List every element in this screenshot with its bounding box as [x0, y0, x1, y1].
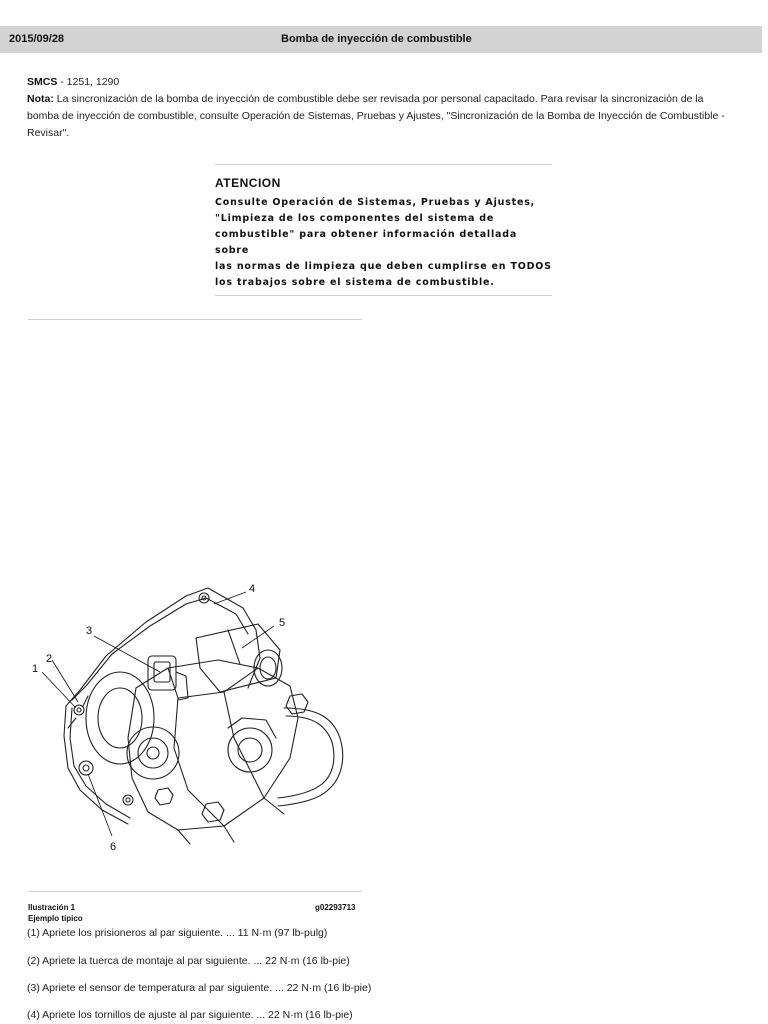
step-1: (1) Apriete los prisioneros al par sigui…	[27, 927, 328, 939]
page-header: 2015/09/28 Bomba de inyección de combust…	[0, 26, 762, 53]
smcs-label: SMCS	[27, 76, 58, 88]
warning-line: los trabajos sobre el sistema de combust…	[215, 277, 495, 288]
callout-6: 6	[110, 841, 116, 853]
note-text: La sincronización de la bomba de inyecci…	[27, 93, 725, 139]
callout-5: 5	[279, 617, 285, 629]
warning-line: combustible" para obtener información de…	[215, 229, 518, 256]
warning-bottom-divider	[215, 295, 552, 296]
figure-caption-label: Ilustración 1	[28, 903, 76, 912]
step-3: (3) Apriete el sensor de temperatura al …	[27, 982, 372, 994]
callout-4: 4	[249, 583, 255, 595]
callout-2: 2	[46, 653, 52, 665]
warning-line: Consulte Operación de Sistemas, Pruebas …	[215, 197, 536, 208]
warning-title: ATENCION	[215, 176, 281, 190]
smcs-value: - 1251, 1290	[57, 76, 120, 88]
page-title: Bomba de inyección de combustible	[281, 33, 472, 45]
figure-top-divider	[28, 319, 362, 320]
figure-caption-id: g02293713	[315, 903, 356, 912]
smcs-line: SMCS - 1251, 1290	[27, 74, 732, 91]
figure-caption-sub: Ejemplo típico	[28, 914, 83, 923]
callout-leaders	[41, 591, 275, 837]
warning-line: "Limpieza de los componentes del sistema…	[215, 213, 495, 224]
warning-top-divider	[215, 164, 552, 165]
figure-bottom-divider	[28, 891, 362, 892]
callout-3: 3	[86, 625, 92, 637]
pump-line-drawing	[63, 587, 344, 845]
callout-labels: 1 2 3 4 5 6	[32, 583, 285, 853]
step-4: (4) Apriete los tornillos de ajuste al p…	[27, 1009, 353, 1021]
header-date: 2015/09/28	[9, 33, 65, 45]
step-2: (2) Apriete la tuerca de montaje al par …	[27, 955, 350, 967]
warning-line: las normas de limpieza que deben cumplir…	[215, 261, 552, 272]
note-label: Nota:	[27, 93, 54, 105]
warning-body: Consulte Operación de Sistemas, Pruebas …	[215, 195, 555, 291]
callout-1: 1	[32, 663, 38, 675]
note-paragraph: Nota: La sincronización de la bomba de i…	[27, 91, 732, 142]
fuel-injection-pump-illustration: 1 2 3 4 5 6	[32, 583, 344, 853]
